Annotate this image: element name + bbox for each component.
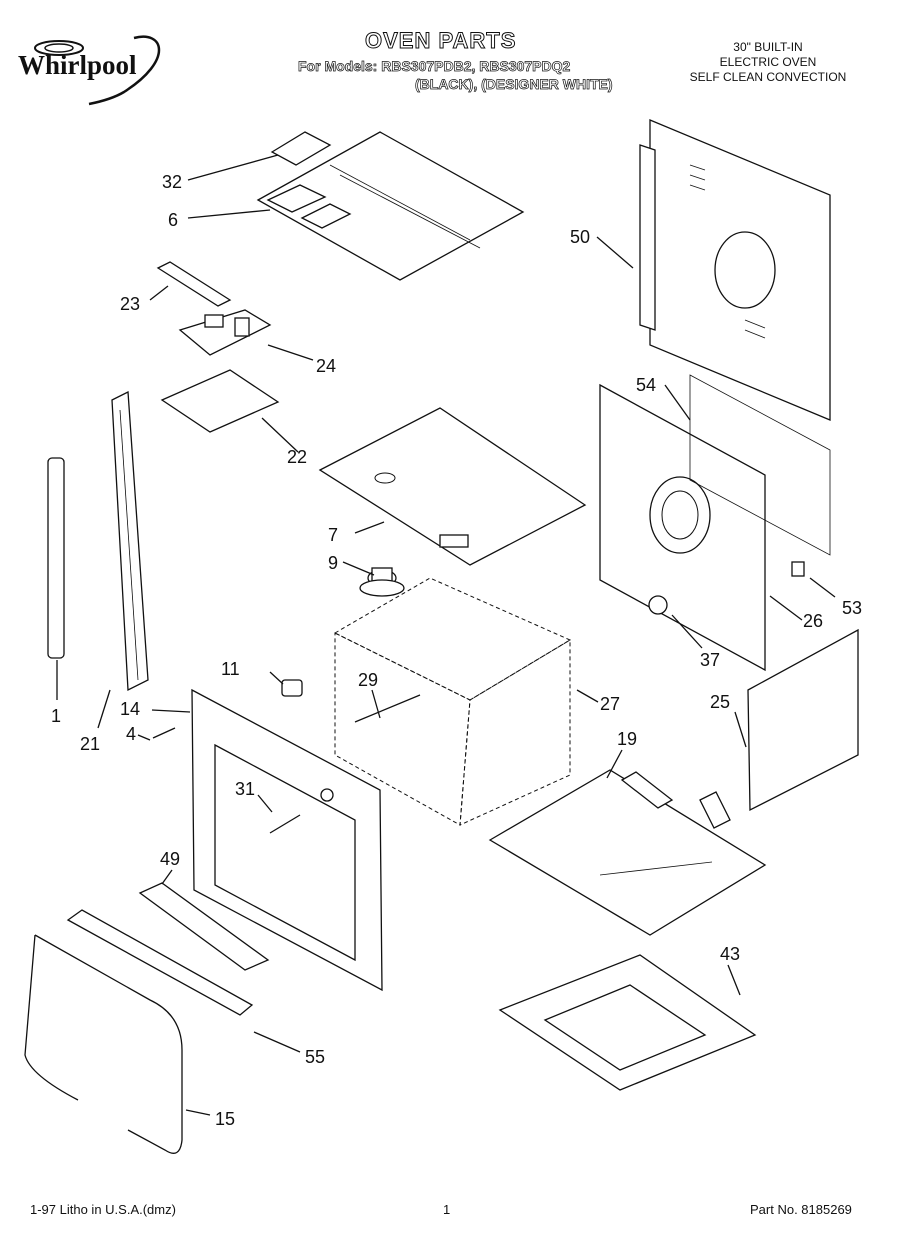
callout-49: 49 bbox=[160, 849, 180, 869]
desc-line-2: ELECTRIC OVEN bbox=[719, 55, 817, 69]
part-front-vent bbox=[66, 909, 254, 1016]
part-vent-trim bbox=[138, 882, 270, 971]
page-title: OVEN PARTS bbox=[364, 28, 517, 54]
callout-22: 22 bbox=[287, 447, 307, 467]
model-numbers: For Models: RBS307PDB2, RBS307PDQ2 bbox=[298, 58, 571, 75]
callout-4: 4 bbox=[126, 724, 136, 744]
callout-29: 29 bbox=[358, 670, 378, 690]
callout-54: 54 bbox=[636, 375, 656, 395]
desc-line-3: SELF CLEAN CONVECTION bbox=[689, 70, 847, 84]
callout-23: 23 bbox=[120, 294, 140, 314]
callout-21: 21 bbox=[80, 734, 100, 754]
callout-31: 31 bbox=[235, 779, 255, 799]
part-side-panel bbox=[747, 628, 859, 812]
callout-50: 50 bbox=[570, 227, 590, 247]
callout-43: 43 bbox=[720, 944, 740, 964]
callout-24: 24 bbox=[316, 356, 336, 376]
part-oven-cavity bbox=[333, 577, 572, 826]
part-sensor bbox=[269, 788, 334, 834]
part-side-trim bbox=[47, 390, 149, 692]
whirlpool-logo: Whirlpool bbox=[14, 30, 184, 110]
product-description: 30" BUILT-IN ELECTRIC OVEN SELF CLEAN CO… bbox=[668, 40, 868, 85]
model-colors: (BLACK), (DESIGNER WHITE) bbox=[415, 76, 613, 93]
callout-15: 15 bbox=[215, 1109, 235, 1129]
brand-wordmark: Whirlpool bbox=[18, 50, 137, 80]
part-vent-plate bbox=[270, 131, 332, 166]
part-lamp-socket bbox=[281, 679, 303, 697]
callout-7: 7 bbox=[328, 525, 338, 545]
part-clip bbox=[791, 561, 805, 577]
callout-19: 19 bbox=[617, 729, 637, 749]
callout-6: 6 bbox=[168, 210, 178, 230]
callout-9: 9 bbox=[328, 553, 338, 573]
page-number: 1 bbox=[443, 1202, 451, 1217]
part-switch-assembly bbox=[178, 309, 272, 356]
callout-labels: 32 6 50 23 24 22 54 7 9 53 26 37 11 29 2… bbox=[51, 172, 862, 1129]
callout-53: 53 bbox=[842, 598, 862, 618]
part-rod bbox=[354, 694, 421, 723]
part-bracket bbox=[156, 261, 232, 307]
part-rear-panel bbox=[639, 119, 831, 421]
callout-11: 11 bbox=[221, 659, 240, 679]
part-front-frame bbox=[191, 688, 383, 992]
part-convection-motor bbox=[359, 567, 405, 597]
callout-32: 32 bbox=[162, 172, 182, 192]
desc-line-1: 30" BUILT-IN bbox=[733, 40, 803, 54]
callout-25: 25 bbox=[710, 692, 730, 712]
part-top-panel bbox=[256, 131, 525, 281]
part-screw bbox=[152, 727, 176, 739]
part-bottom-tray bbox=[488, 769, 767, 936]
part-insulation-plate bbox=[160, 369, 280, 433]
leader-lines bbox=[56, 154, 836, 1116]
part-number: Part No. 8185269 bbox=[750, 1202, 852, 1217]
callout-37: 37 bbox=[700, 650, 720, 670]
callout-1: 1 bbox=[51, 706, 61, 726]
part-cavity-top bbox=[318, 407, 587, 566]
part-gasket bbox=[24, 934, 183, 1154]
callout-14: 14 bbox=[120, 699, 140, 719]
callout-26: 26 bbox=[803, 611, 823, 631]
callout-27: 27 bbox=[600, 694, 620, 714]
part-fan-blade bbox=[648, 595, 668, 615]
part-convection-panel bbox=[599, 374, 831, 672]
part-lower-tray bbox=[498, 954, 757, 1091]
print-info: 1-97 Litho in U.S.A.(dmz) bbox=[30, 1202, 176, 1217]
callout-55: 55 bbox=[305, 1047, 325, 1067]
